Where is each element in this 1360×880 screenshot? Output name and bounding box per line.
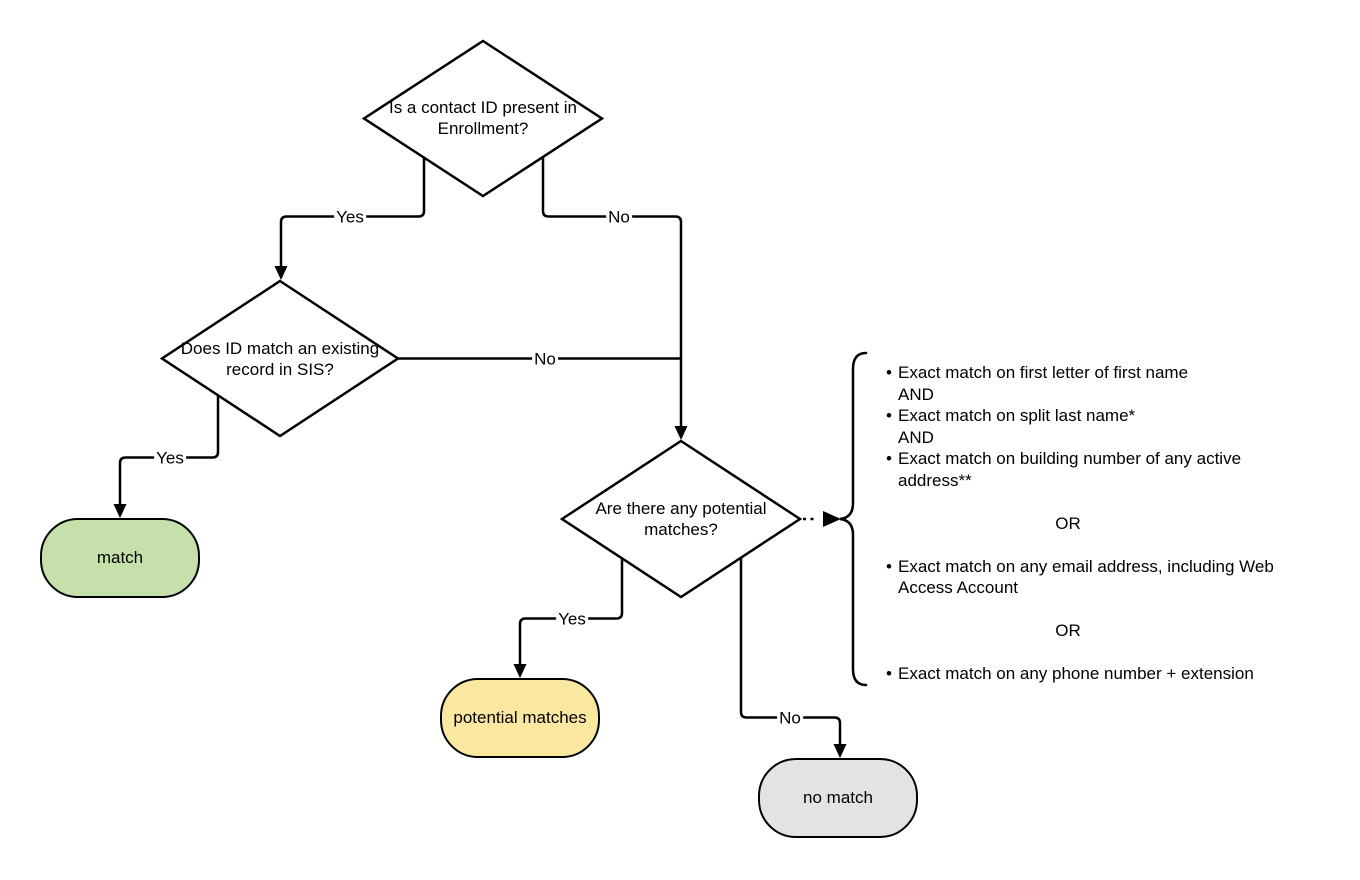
arrowhead-right-icon — [823, 511, 841, 527]
edge-label-d3-no: No — [777, 708, 803, 728]
criteria-and-separator: AND — [898, 427, 934, 447]
curly-brace-icon — [839, 351, 868, 687]
decision-label-sis: Does ID match an existing record in SIS? — [180, 339, 380, 379]
decision-label-potential-matches: Are there any potential matches? — [595, 499, 767, 539]
edge-label-d2-no: No — [532, 349, 558, 369]
criteria-item: Exact match on any phone number + extens… — [886, 663, 1298, 685]
criteria-item: Exact match on first letter of first nam… — [886, 362, 1298, 384]
terminal-no-match-label: no match — [803, 788, 873, 807]
criteria-and-separator: AND — [898, 384, 934, 404]
edge-label-d1-no: No — [606, 207, 632, 227]
terminal-match: match — [40, 518, 200, 598]
arrowhead-down-icon — [674, 426, 688, 440]
decision-diamond-potential-matches — [559, 439, 803, 599]
connector-d1-no — [541, 157, 683, 427]
criteria-item: Exact match on split last name* — [886, 405, 1298, 427]
edge-label-d2-yes: Yes — [154, 448, 186, 468]
criteria-or-separator: OR — [1055, 621, 1081, 640]
edge-label-d1-yes: Yes — [334, 207, 366, 227]
arrowhead-down-icon — [274, 266, 288, 280]
criteria-list: Exact match on first letter of first nam… — [886, 362, 1298, 685]
decision-label-enrollment: Is a contact ID present in Enrollment? — [388, 98, 578, 138]
terminal-match-label: match — [96, 548, 144, 567]
terminal-potential-matches-label: potential matches — [453, 708, 587, 727]
arrowhead-down-icon — [513, 664, 527, 678]
edge-label-d3-yes: Yes — [556, 609, 588, 629]
decision-diamond-sis — [159, 279, 401, 438]
terminal-potential-matches: potential matches — [440, 678, 600, 758]
criteria-item: Exact match on building number of any ac… — [886, 448, 1298, 491]
decision-diamond-enrollment — [361, 39, 605, 198]
criteria-item: Exact match on any email address, includ… — [886, 556, 1298, 599]
terminal-no-match: no match — [758, 758, 918, 838]
arrowhead-down-icon — [833, 744, 847, 758]
arrowhead-down-icon — [113, 504, 127, 518]
criteria-or-separator: OR — [1055, 513, 1081, 533]
